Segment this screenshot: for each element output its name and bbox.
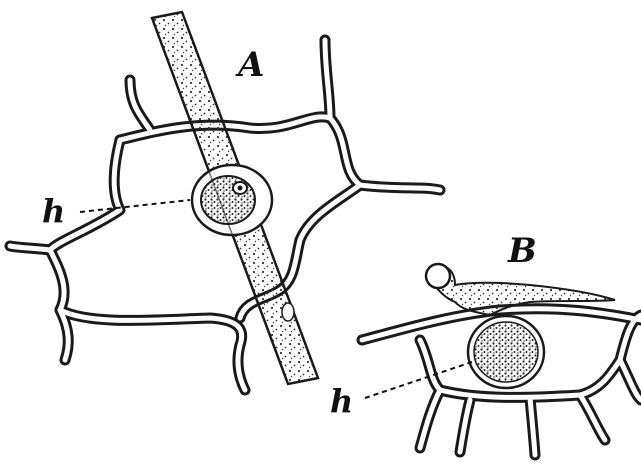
panel-b-nucleus-label: h (330, 382, 353, 420)
panel-b: B h (330, 231, 641, 455)
panel-b-nucleus (468, 316, 544, 388)
panel-a-leader-line (80, 200, 190, 212)
panel-b-label: B (507, 231, 537, 271)
panel-a-label: A (235, 45, 264, 85)
panel-a-nucleus-label: h (42, 192, 65, 230)
